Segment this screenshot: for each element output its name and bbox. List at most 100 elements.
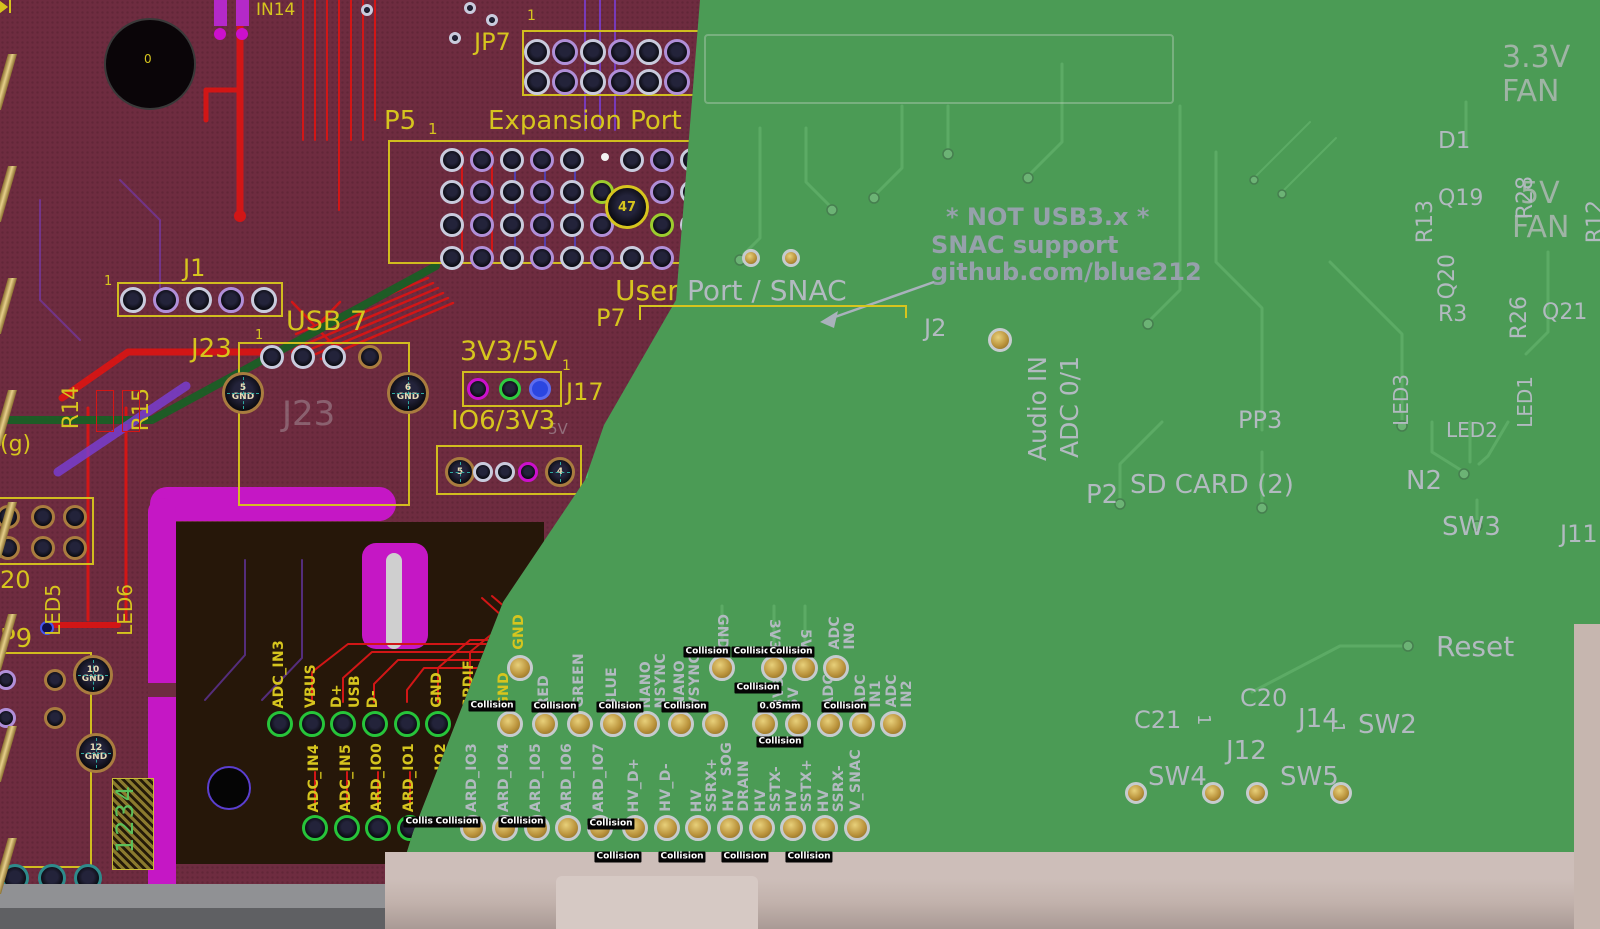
expansion-pin[interactable] bbox=[590, 246, 614, 270]
idc-pad[interactable] bbox=[742, 249, 760, 267]
collision-badge[interactable]: Collision bbox=[594, 851, 642, 863]
j1-pin[interactable] bbox=[186, 287, 212, 313]
p9-pin[interactable] bbox=[63, 505, 87, 529]
p9-pin[interactable] bbox=[63, 536, 87, 560]
pin-pad[interactable] bbox=[567, 711, 593, 737]
j1-pin[interactable] bbox=[218, 287, 244, 313]
smd-part-b[interactable] bbox=[236, 0, 249, 26]
pin-pad[interactable] bbox=[425, 711, 451, 737]
io6-outline[interactable] bbox=[436, 445, 582, 495]
io6-pin[interactable] bbox=[473, 462, 493, 482]
j23-outline[interactable] bbox=[238, 342, 410, 506]
p9-pin[interactable] bbox=[44, 669, 66, 691]
circular-footprint[interactable] bbox=[104, 18, 196, 110]
collision-badge[interactable]: Collision bbox=[468, 700, 516, 712]
pin-pad[interactable] bbox=[299, 711, 325, 737]
j23-gnd6[interactable]: 6 GND bbox=[387, 372, 429, 414]
collision-badge[interactable]: Collision bbox=[531, 701, 579, 713]
pin-pad[interactable] bbox=[785, 711, 811, 737]
jp7-pin[interactable] bbox=[664, 39, 690, 65]
jp7-pin[interactable] bbox=[636, 39, 662, 65]
pin-pad[interactable] bbox=[267, 711, 293, 737]
pin-pad[interactable] bbox=[752, 711, 778, 737]
leg-pad[interactable] bbox=[1330, 782, 1352, 804]
pin-pad[interactable] bbox=[792, 655, 818, 681]
p9-upper-outline[interactable] bbox=[0, 497, 94, 565]
j23-gnd5[interactable]: 5 GND bbox=[222, 372, 264, 414]
p9-pin[interactable] bbox=[31, 536, 55, 560]
pin-pad[interactable] bbox=[302, 815, 328, 841]
p9-pin[interactable] bbox=[44, 707, 66, 729]
pin-pad[interactable] bbox=[717, 815, 743, 841]
leg-pad[interactable] bbox=[1202, 782, 1224, 804]
collision-badge[interactable]: Collision bbox=[785, 851, 833, 863]
smd-part-a[interactable] bbox=[214, 0, 227, 26]
expansion-pin[interactable] bbox=[440, 148, 464, 172]
j23-pin[interactable] bbox=[322, 345, 346, 369]
expansion-pin[interactable] bbox=[500, 213, 524, 237]
expansion-pin[interactable] bbox=[470, 213, 494, 237]
expansion-pin[interactable] bbox=[530, 246, 554, 270]
expansion-pin[interactable] bbox=[530, 148, 554, 172]
expansion-pin[interactable] bbox=[440, 180, 464, 204]
j17-pin[interactable] bbox=[529, 378, 551, 400]
io6-pin[interactable] bbox=[518, 462, 538, 482]
pin-pad[interactable] bbox=[497, 711, 523, 737]
clearance-badge[interactable]: 0.05mm bbox=[757, 701, 803, 713]
r14-footprint[interactable] bbox=[96, 390, 114, 432]
p9-gnd10[interactable]: 10 GND bbox=[73, 655, 113, 695]
expansion-pin[interactable] bbox=[440, 246, 464, 270]
expansion-pin[interactable] bbox=[560, 148, 584, 172]
pin-pad[interactable] bbox=[880, 711, 906, 737]
io6-pin4[interactable]: 4 bbox=[545, 457, 575, 487]
j1-pin[interactable] bbox=[153, 287, 179, 313]
pin-pad[interactable] bbox=[761, 655, 787, 681]
pin-pad[interactable] bbox=[780, 815, 806, 841]
expansion-pin[interactable] bbox=[650, 213, 674, 237]
expansion-pin[interactable] bbox=[500, 180, 524, 204]
via[interactable] bbox=[464, 2, 476, 14]
pin-pad[interactable] bbox=[330, 711, 356, 737]
collision-badge[interactable]: Collision bbox=[498, 816, 546, 828]
expansion-pin[interactable] bbox=[620, 246, 644, 270]
pin-pad[interactable] bbox=[709, 655, 735, 681]
collision-badge[interactable]: Collision bbox=[433, 816, 481, 828]
collision-badge[interactable]: Collision bbox=[683, 646, 731, 658]
expansion-pin[interactable] bbox=[560, 246, 584, 270]
io6-pin[interactable] bbox=[495, 462, 515, 482]
pin-pad[interactable] bbox=[365, 815, 391, 841]
j17-pin[interactable] bbox=[499, 378, 521, 400]
pin-pad[interactable] bbox=[654, 815, 680, 841]
collision-badge[interactable]: Collision bbox=[721, 851, 769, 863]
collision-badge[interactable]: Collision bbox=[661, 701, 709, 713]
collision-badge[interactable]: Collision bbox=[767, 646, 815, 658]
pin-pad[interactable] bbox=[685, 815, 711, 841]
pin-pad[interactable] bbox=[817, 711, 843, 737]
expansion-pin-47[interactable]: 47 bbox=[605, 185, 649, 229]
r15-footprint[interactable] bbox=[122, 390, 140, 432]
expansion-pin[interactable] bbox=[500, 148, 524, 172]
collision-badge[interactable]: Collision bbox=[734, 682, 782, 694]
expansion-pin[interactable] bbox=[470, 180, 494, 204]
pin-pad[interactable] bbox=[823, 655, 849, 681]
expansion-pin[interactable] bbox=[650, 246, 674, 270]
j23-pin[interactable] bbox=[291, 345, 315, 369]
jp7-pin[interactable] bbox=[580, 69, 606, 95]
pin-pad[interactable] bbox=[749, 815, 775, 841]
collision-badge[interactable]: Collision bbox=[596, 701, 644, 713]
expansion-pin[interactable] bbox=[470, 246, 494, 270]
pin-pad[interactable] bbox=[668, 711, 694, 737]
jp7-pin[interactable] bbox=[524, 39, 550, 65]
j1-pin[interactable] bbox=[251, 287, 277, 313]
collision-badge[interactable]: Collision bbox=[756, 736, 804, 748]
expansion-pin[interactable] bbox=[560, 180, 584, 204]
j17-outline[interactable] bbox=[462, 371, 562, 407]
jp7-pin[interactable] bbox=[580, 39, 606, 65]
edge-pin[interactable] bbox=[0, 670, 16, 690]
collision-badge[interactable]: Collision bbox=[403, 816, 451, 828]
expansion-pin[interactable] bbox=[530, 213, 554, 237]
p9-pin[interactable] bbox=[31, 505, 55, 529]
jp7-pin[interactable] bbox=[552, 69, 578, 95]
expansion-pin[interactable] bbox=[650, 148, 674, 172]
pin-pad[interactable] bbox=[362, 711, 388, 737]
